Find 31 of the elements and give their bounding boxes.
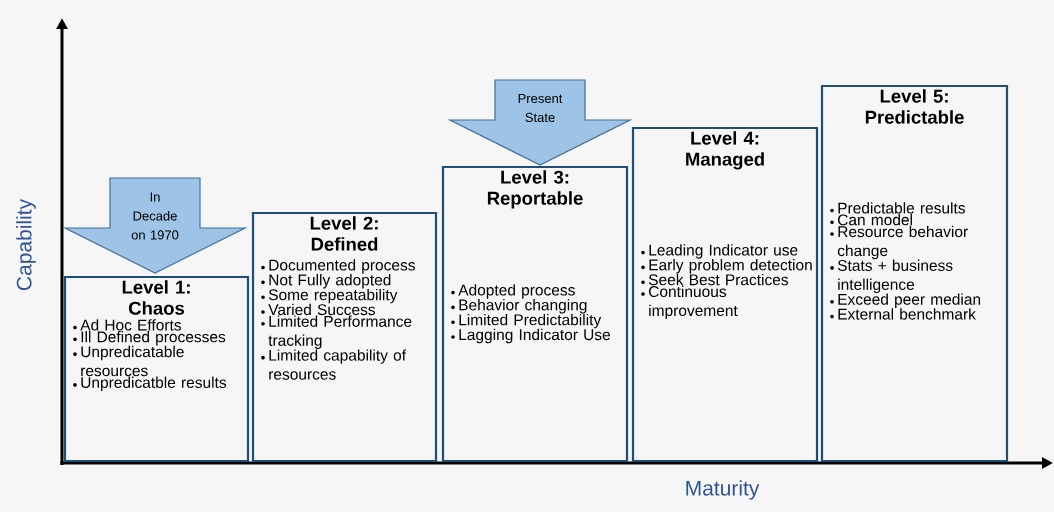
box-heading: Level 4: Managed bbox=[686, 131, 764, 170]
bullet-item: Unpredicatble results bbox=[81, 376, 227, 392]
bullet-item: Unpredicatable resources bbox=[81, 345, 184, 377]
bullet-item: Ill Defined processes bbox=[81, 331, 226, 346]
bullet-item: Exceed peer median bbox=[838, 293, 981, 308]
bullet-item: Behavior changing bbox=[459, 299, 587, 314]
bullet-item: Resource behavior change bbox=[837, 225, 968, 260]
bullet-item: Some repeatability bbox=[268, 288, 398, 304]
box-heading: Level 3: Reportable bbox=[487, 170, 583, 209]
bullet-item: Documented process bbox=[269, 259, 415, 274]
bullet-item: Limited capability of resources bbox=[269, 349, 407, 380]
bullet-item: Continuous improvement bbox=[649, 285, 738, 320]
box-heading: Level 5: Predictable bbox=[865, 89, 964, 124]
bullet-item: Varied Success bbox=[268, 303, 375, 316]
bullet-item: Predictable results bbox=[838, 202, 965, 214]
box-heading: Level 2: Defined bbox=[310, 216, 378, 251]
bullet-item: Not Fully adopted bbox=[269, 274, 391, 289]
bullet-item: Ad Hoc Efforts bbox=[80, 319, 181, 331]
bullet-item: Limited Predictability bbox=[459, 313, 602, 329]
axis-label: Capability bbox=[16, 198, 36, 291]
bullet-item: Limited Performance tracking bbox=[268, 315, 412, 349]
bullet-item: Stats + business intelligence bbox=[837, 259, 953, 294]
box-heading: Level 1: Chaos bbox=[122, 280, 190, 315]
bullet-item: Seek Best Practices bbox=[648, 273, 789, 286]
bullet-item: Lagging Indicator Use bbox=[459, 328, 610, 344]
axis-label: Maturity bbox=[686, 480, 760, 500]
bullet-item: External benchmark bbox=[838, 308, 976, 320]
bullet-item: Early problem detection bbox=[649, 259, 812, 274]
bullet-item: Leading Indicator use bbox=[649, 244, 798, 259]
bullet-item: Adopted process bbox=[458, 284, 575, 299]
bullet-item: Can model bbox=[838, 214, 912, 226]
